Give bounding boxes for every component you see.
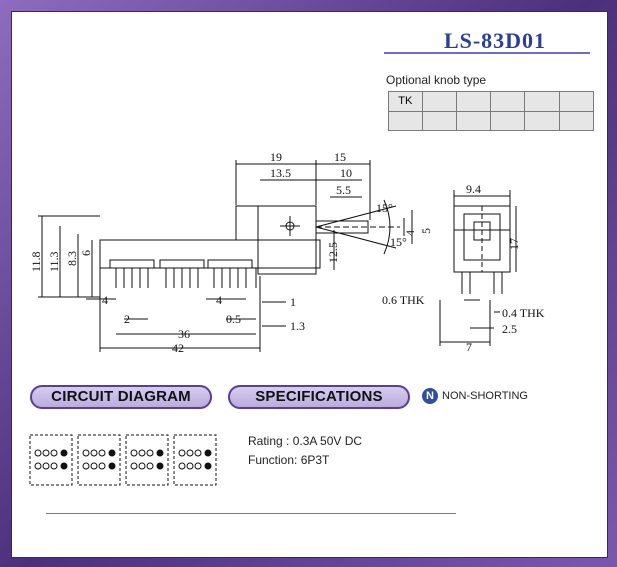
dimension-label: 4	[403, 230, 417, 236]
dimension-label: 5.5	[336, 183, 351, 197]
knob-type-table: TK	[388, 91, 595, 131]
dimension-label: 2.5	[502, 322, 517, 336]
dimension-label: 6	[79, 250, 93, 256]
circuit-diagram-label: CIRCUIT DIAGRAM	[51, 388, 191, 405]
dimension-label: 7	[466, 340, 472, 354]
dimension-label: 5	[419, 228, 433, 234]
spec-rating: Rating : 0.3A 50V DC	[248, 434, 363, 448]
dimension-label: 12.5	[326, 242, 340, 263]
actuator-housing	[235, 205, 317, 241]
dimension-label: 15°	[390, 235, 407, 249]
circuit-diagram-heading: CIRCUIT DIAGRAM	[30, 385, 212, 409]
table-cell	[558, 110, 595, 131]
dimension-label: 11.8	[29, 251, 43, 272]
non-shorting-label: NON-SHORTING	[442, 390, 528, 402]
table-row: TK	[388, 91, 595, 112]
dimension-label: 0.4 THK	[502, 306, 545, 320]
table-row	[388, 110, 595, 131]
dimension-label: 1	[290, 295, 296, 309]
dimension-label: 4	[216, 293, 222, 307]
dimension-label: 9.4	[466, 182, 481, 196]
spec-function: Function: 6P3T	[248, 453, 330, 467]
dimension-label: 19	[270, 150, 282, 164]
dimension-label: 4	[102, 293, 108, 307]
dimension-label: 0.6 THK	[382, 293, 425, 307]
footer-divider	[46, 513, 456, 514]
model-title: LS-83D01	[443, 28, 547, 53]
switch-body-outline	[99, 239, 321, 269]
non-shorting-icon: N	[422, 388, 438, 404]
specifications-label: SPECIFICATIONS	[255, 388, 383, 405]
knob-caption: Optional knob type	[386, 73, 487, 87]
dimension-label: 2	[124, 312, 130, 326]
dimension-label: 36	[178, 327, 190, 341]
dimension-label: 10	[340, 166, 352, 180]
specifications-heading: SPECIFICATIONS	[228, 385, 410, 409]
dimension-label: 1.3	[290, 319, 305, 333]
dimension-label: 42	[172, 341, 184, 355]
circuit-diagram	[29, 434, 217, 486]
dimension-label: 11.3	[47, 251, 61, 272]
dimension-label: 15°	[376, 201, 393, 215]
dimension-label: 13.5	[270, 166, 291, 180]
title-underline	[384, 52, 590, 54]
dimension-label: 17	[507, 238, 521, 250]
dimension-label: 8.3	[65, 251, 79, 266]
dimension-label: 15	[334, 150, 346, 164]
dimension-label: 0.5	[226, 312, 241, 326]
